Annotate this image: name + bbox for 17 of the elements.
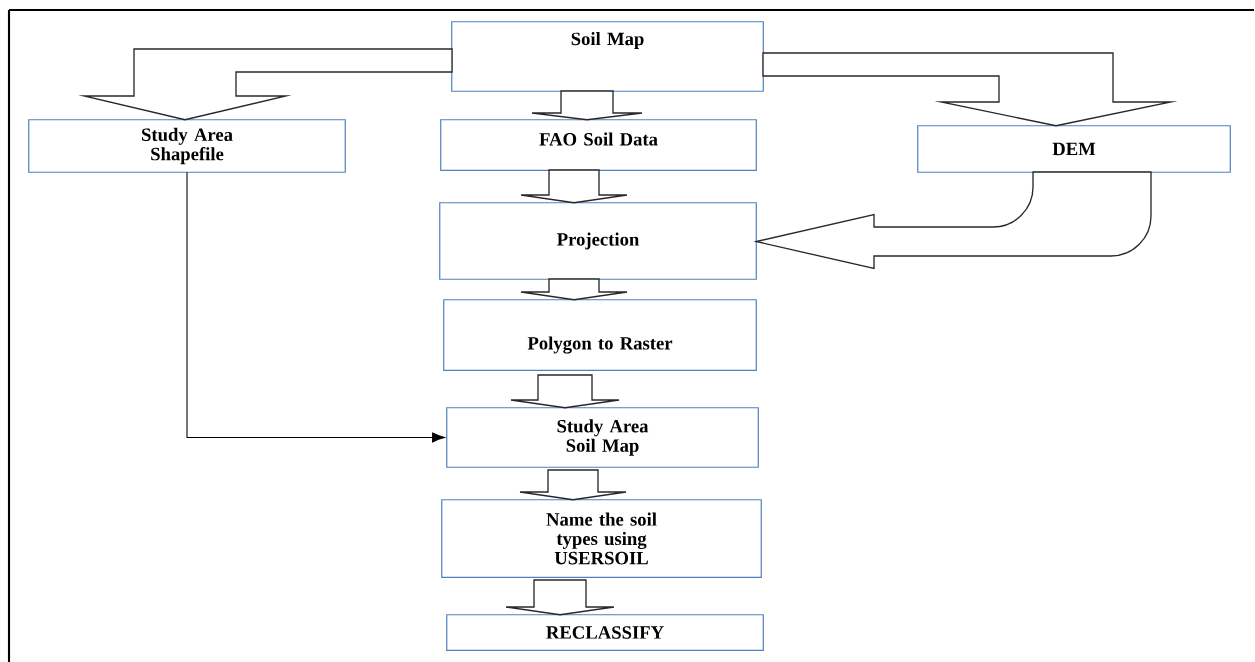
process-box: RECLASSIFY [446,614,764,651]
block-arrow [762,52,1178,127]
block-arrow [531,90,643,121]
block-arrow [520,278,628,301]
block-arrow [755,171,1152,270]
process-box: Study Area Shapefile [28,119,346,173]
process-box: FAO Soil Data [440,119,757,171]
process-box: Polygon to Raster [443,299,757,371]
process-box: Study Area Soil Map [446,407,759,468]
arrow [186,171,445,443]
block-arrow [78,48,453,121]
block-arrow [510,374,620,409]
block-arrow [519,469,627,501]
process-box: Name the soil types using USERSOIL [441,499,762,578]
process-box: Projection [439,202,757,280]
block-arrow [520,169,628,204]
block-arrow [505,579,615,616]
